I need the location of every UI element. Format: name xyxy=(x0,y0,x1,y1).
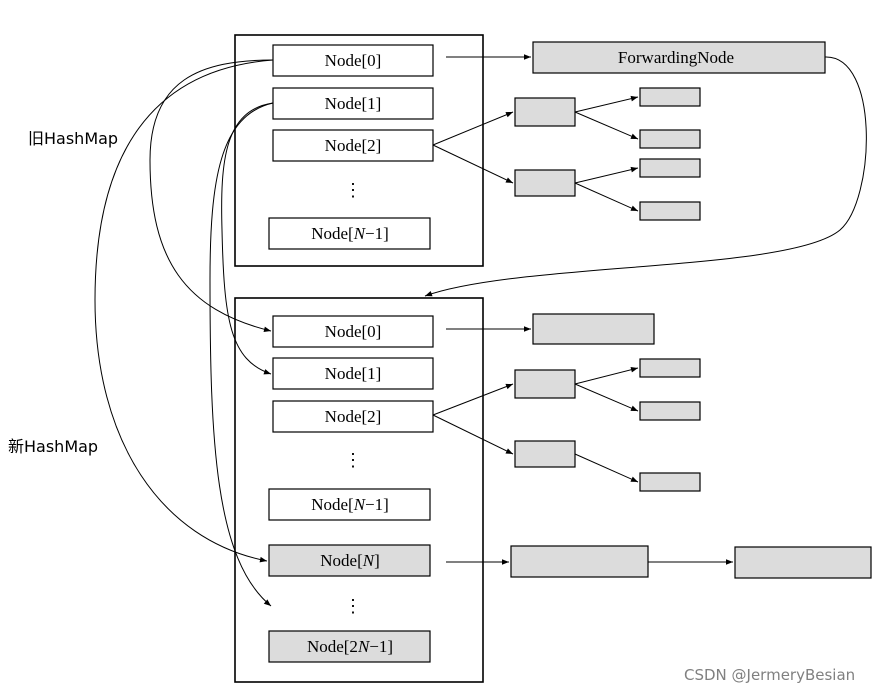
new-node-1 xyxy=(272,357,434,390)
old-tree-node-b xyxy=(514,169,576,197)
new-node-n-label: Node[N] xyxy=(320,551,380,570)
new-tree-leaf-1 xyxy=(639,358,701,378)
forwarding-node-label: ForwardingNode xyxy=(618,48,734,67)
watermark: CSDN @JermeryBesian xyxy=(684,666,855,684)
new-node-0 xyxy=(272,315,434,348)
new-node-n xyxy=(268,544,431,577)
new-tree-edge xyxy=(574,383,639,412)
old-node0-to-new-node0-curve xyxy=(149,59,274,333)
new-node-n-minus-1-label: Node[N−1] xyxy=(311,495,389,514)
old-tree-edge xyxy=(574,95,639,113)
old-tree-leaf-1 xyxy=(639,87,701,107)
new-node-2n-minus-1-label: Node[2N−1] xyxy=(307,637,393,656)
old-node-n-minus-1-label: Node[N−1] xyxy=(311,224,389,243)
old-hashmap-label: 旧HashMap xyxy=(28,129,118,148)
new-node0-bucket xyxy=(532,313,655,345)
new-tree-leaf-3 xyxy=(639,472,701,492)
old-table-frame xyxy=(234,34,484,267)
old-node-2-label: Node[2] xyxy=(325,136,382,155)
old-tree-leaf-4 xyxy=(639,201,701,221)
old-node-0 xyxy=(272,44,434,77)
new-node-0-label: Node[0] xyxy=(325,322,382,341)
old-node1-to-new-node1-curve xyxy=(221,102,274,375)
new-node-n-bucket-1 xyxy=(510,545,649,578)
old-node-1-label: Node[1] xyxy=(325,94,382,113)
new-tree-edge xyxy=(432,383,514,416)
old-tree-edge xyxy=(574,182,639,212)
old-node0-to-new-nodeN-curve xyxy=(94,59,274,563)
forwarding-to-new-table-arrow xyxy=(424,56,867,297)
new-tree-edge xyxy=(574,453,639,483)
new-tree-edge xyxy=(574,367,639,385)
new-tree-edge xyxy=(432,414,514,455)
old-tree-leaf-3 xyxy=(639,158,701,178)
new-node-2 xyxy=(272,400,434,433)
new-node-n-bucket-2 xyxy=(734,546,872,579)
new-node-2-label: Node[2] xyxy=(325,407,382,426)
new-ellipsis-2: ⋮ xyxy=(344,596,362,616)
new-tree-node-b xyxy=(514,440,576,468)
new-table-frame xyxy=(234,297,484,683)
new-node-n-minus-1 xyxy=(268,488,431,521)
old-node-n-minus-1 xyxy=(268,217,431,250)
old-tree-node-a xyxy=(514,97,576,127)
old-tree-leaf-2 xyxy=(639,129,701,149)
new-hashmap-label: 新HashMap xyxy=(8,437,98,456)
old-tree-edge xyxy=(574,111,639,140)
old-tree-edge xyxy=(432,144,514,184)
old-node-0-label: Node[0] xyxy=(325,51,382,70)
new-ellipsis-1: ⋮ xyxy=(344,450,362,470)
old-ellipsis: ⋮ xyxy=(344,180,362,200)
old-tree-edge xyxy=(432,111,514,146)
new-node-1-label: Node[1] xyxy=(325,364,382,383)
old-node1-to-new-upper-curve xyxy=(209,102,274,607)
new-node-2n-minus-1 xyxy=(268,630,431,663)
old-tree-edge xyxy=(574,166,639,184)
new-tree-leaf-2 xyxy=(639,401,701,421)
forwarding-node xyxy=(532,41,826,74)
new-tree-node-a xyxy=(514,369,576,399)
old-node-1 xyxy=(272,87,434,120)
